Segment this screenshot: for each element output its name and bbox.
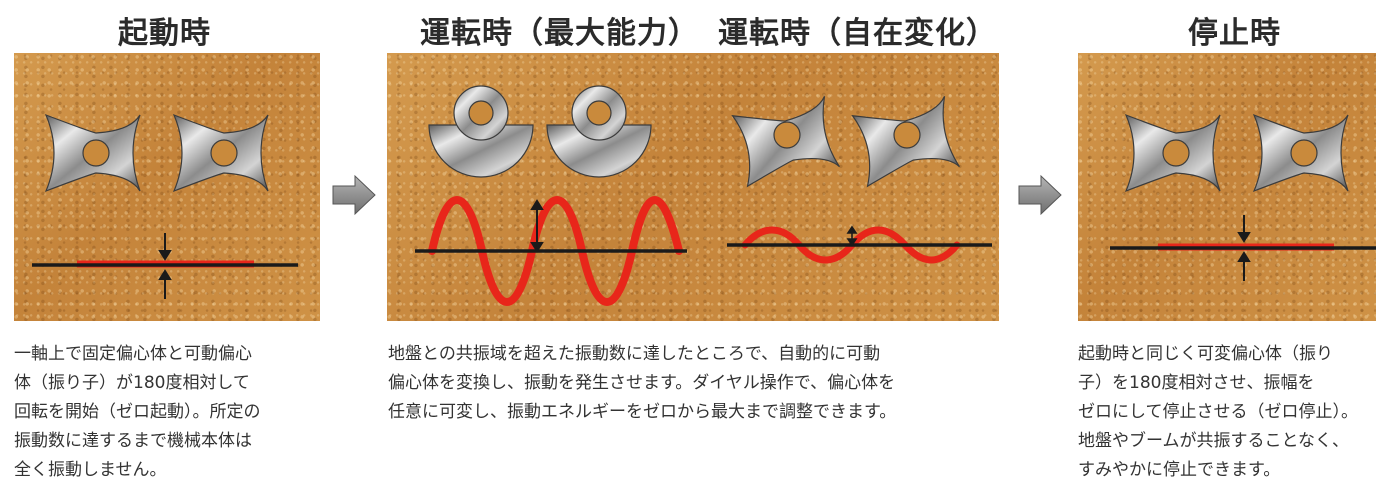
- amplitude-arrows: [1237, 215, 1251, 281]
- eccentric-weight-icon: [172, 113, 269, 193]
- amplitude-arrows: [530, 199, 544, 253]
- flow-arrow-icon: [1018, 174, 1062, 216]
- heading-running-variable: 運転時（自在変化）: [718, 16, 997, 51]
- eccentric-weight-icon: [1124, 113, 1221, 193]
- start-diagram-panel: [14, 53, 320, 321]
- running-description: 地盤との共振域を超えた振動数に達したところで、自動的に可動 偏心体を変換し、振動…: [388, 340, 896, 427]
- description-line: 偏心体を変換し、振動を発生させます。ダイヤル操作で、偏心体を: [388, 373, 896, 393]
- max-amplitude-wave: [428, 196, 683, 306]
- description-line: 全く振動しません。: [14, 460, 167, 480]
- stop-description: 起動時と同じく可変偏心体（振り 子）を180度相対させ、振幅を ゼロにして停止さ…: [1078, 340, 1376, 485]
- heading-stop: 停止時: [1188, 16, 1281, 51]
- description-line: 子）を180度相対させ、振幅を: [1078, 373, 1315, 393]
- eccentric-weight-icon: [1252, 113, 1349, 193]
- eccentric-weight-icon: [428, 85, 534, 178]
- heading-start: 起動時: [118, 16, 211, 51]
- description-line: すみやかに停止できます。: [1078, 460, 1281, 480]
- description-line: 体（振り子）が180度相対して: [14, 373, 250, 393]
- eccentric-weight-icon: [44, 113, 141, 193]
- eccentric-weight-icon: [546, 85, 652, 178]
- amplitude-arrows: [846, 225, 858, 247]
- stop-diagram-panel: [1078, 53, 1376, 321]
- heading-running-max: 運転時（最大能力）: [420, 16, 699, 51]
- description-line: 起動時と同じく可変偏心体（振り: [1078, 344, 1333, 364]
- description-line: 一軸上で固定偏心体と可動偏心: [14, 344, 252, 364]
- eccentric-weight-icon: [731, 95, 840, 188]
- description-line: 地盤との共振域を超えた振動数に達したところで、自動的に可動: [388, 344, 881, 364]
- amplitude-arrows: [158, 233, 172, 299]
- running-diagram-panel: [387, 53, 999, 321]
- description-line: 回転を開始（ゼロ起動）。所定の: [14, 402, 261, 422]
- start-description: 一軸上で固定偏心体と可動偏心 体（振り子）が180度相対して 回転を開始（ゼロ起…: [14, 340, 261, 485]
- description-line: 任意に可変し、振動エネルギーをゼロから最大まで調整できます。: [388, 402, 897, 422]
- description-line: 地盤やブームが共振することなく、: [1078, 431, 1349, 451]
- flow-arrow-icon: [332, 174, 376, 216]
- description-line: ゼロにして停止させる（ゼロ停止）。: [1078, 402, 1358, 422]
- eccentric-weight-icon: [851, 95, 960, 188]
- description-line: 振動数に達するまで機械本体は: [14, 431, 252, 451]
